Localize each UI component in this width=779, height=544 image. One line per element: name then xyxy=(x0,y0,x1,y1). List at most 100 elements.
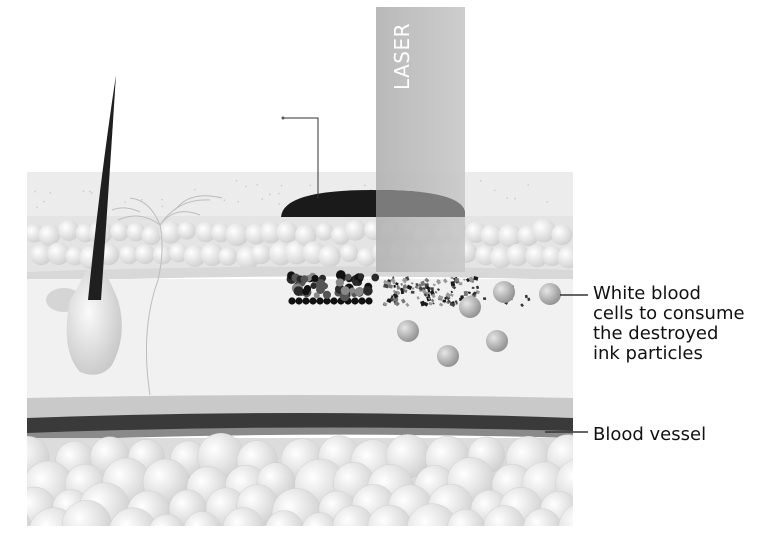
wbc-label-line-1: White blood xyxy=(593,283,701,304)
ink-particle xyxy=(340,286,350,296)
texture-dot xyxy=(43,200,45,203)
ink-fragment xyxy=(437,295,444,301)
ink-particle xyxy=(295,297,303,305)
white-blood-cells-label: White blood cells to consume the destroy… xyxy=(593,284,745,364)
basal-cell xyxy=(489,246,513,269)
white-blood-cell xyxy=(437,345,459,367)
white-blood-cell xyxy=(493,281,515,303)
hair-shaft xyxy=(88,75,116,300)
texture-dot xyxy=(140,199,143,201)
wbc-label-line-3: the destroyed xyxy=(593,323,719,344)
basal-cell xyxy=(30,244,52,266)
ink-fragment xyxy=(475,289,481,295)
texture-dot xyxy=(278,192,280,195)
ink-fragment xyxy=(411,282,414,285)
texture-dot xyxy=(256,183,259,186)
ink-fragment xyxy=(389,296,395,302)
ink-particle xyxy=(313,292,320,299)
ink-fragment xyxy=(391,295,394,298)
ink-fragment xyxy=(527,297,531,301)
white-blood-cell xyxy=(459,296,481,318)
fat-cell xyxy=(483,505,526,526)
ink-fragment xyxy=(422,287,426,290)
ink-fragment xyxy=(450,276,454,279)
basal-cell xyxy=(38,224,61,247)
ink-fragment xyxy=(444,296,447,300)
wbc-label-line-4: ink particles xyxy=(593,343,703,364)
ink-particle xyxy=(365,297,373,305)
basal-cell xyxy=(168,243,189,263)
texture-dot xyxy=(49,192,52,194)
basal-cell xyxy=(356,247,376,267)
fat-cell xyxy=(406,503,458,526)
fat-cell xyxy=(149,513,184,526)
texture-dot xyxy=(546,201,548,203)
basal-cell xyxy=(340,243,359,263)
basal-cell xyxy=(318,245,341,268)
ink-fragment xyxy=(432,283,436,287)
ink-fragment xyxy=(465,277,471,283)
ink-fragment xyxy=(394,300,400,307)
ink-fragment xyxy=(471,286,475,290)
basal-cell xyxy=(126,222,146,242)
ink-fragment xyxy=(424,277,430,283)
ink-particles-fragmented xyxy=(382,276,531,308)
hair-follicle xyxy=(46,75,122,375)
ink-particle xyxy=(302,297,310,305)
ink-particle xyxy=(300,275,309,283)
ink-fragment xyxy=(420,300,426,307)
basal-cell xyxy=(58,219,80,241)
texture-dot xyxy=(527,184,529,186)
ink-particle xyxy=(335,270,346,280)
ink-fragment xyxy=(415,283,419,287)
ink-particle xyxy=(302,287,310,296)
texture-dot xyxy=(280,184,283,187)
ink-fragment xyxy=(420,280,426,287)
ink-fragment xyxy=(423,293,428,297)
basal-cell xyxy=(135,244,156,265)
ink-particle xyxy=(311,274,319,283)
ink-particle xyxy=(310,282,317,289)
ink-fragment xyxy=(520,303,524,308)
ink-fragment xyxy=(403,280,407,284)
texture-dot xyxy=(514,197,516,200)
texture-dot xyxy=(506,197,508,199)
ink-fragment xyxy=(399,287,404,292)
texture-dot xyxy=(90,192,93,194)
ink-fragment xyxy=(442,299,447,303)
ink-fragment xyxy=(445,292,452,298)
fat-cell xyxy=(183,511,221,526)
ink-fragment xyxy=(416,296,420,300)
ink-fragment xyxy=(386,298,392,304)
texture-dot xyxy=(161,198,164,201)
ink-fragment xyxy=(449,293,454,297)
ink-fragment xyxy=(473,276,479,281)
wbc-label-line-2: cells to consume xyxy=(593,303,745,324)
ink-particle xyxy=(322,290,332,299)
ink-particle xyxy=(335,278,345,287)
ink-particle xyxy=(315,279,326,289)
ink-fragment xyxy=(400,298,406,304)
laser-label: LASER xyxy=(390,22,414,90)
ink-fragment xyxy=(483,297,487,300)
basal-cell xyxy=(525,244,549,268)
ink-fragment xyxy=(405,302,410,307)
ink-fragment xyxy=(383,301,388,307)
fat-cell xyxy=(222,507,264,526)
ink-particle xyxy=(357,273,365,280)
ink-fragment xyxy=(392,276,395,279)
ink-fragment xyxy=(467,291,471,295)
ink-fragment xyxy=(459,297,462,301)
fat-cells xyxy=(27,432,573,526)
basal-cell xyxy=(183,245,206,268)
white-blood-cell xyxy=(397,320,419,342)
fat-cell xyxy=(523,508,562,526)
ink-fragment xyxy=(421,288,427,295)
basal-cell xyxy=(110,222,130,242)
ink-fragment xyxy=(468,276,474,283)
ink-particle xyxy=(352,279,359,286)
ink-fragment xyxy=(451,301,455,304)
laser-beam xyxy=(376,7,465,272)
ink-fragment xyxy=(402,288,408,294)
